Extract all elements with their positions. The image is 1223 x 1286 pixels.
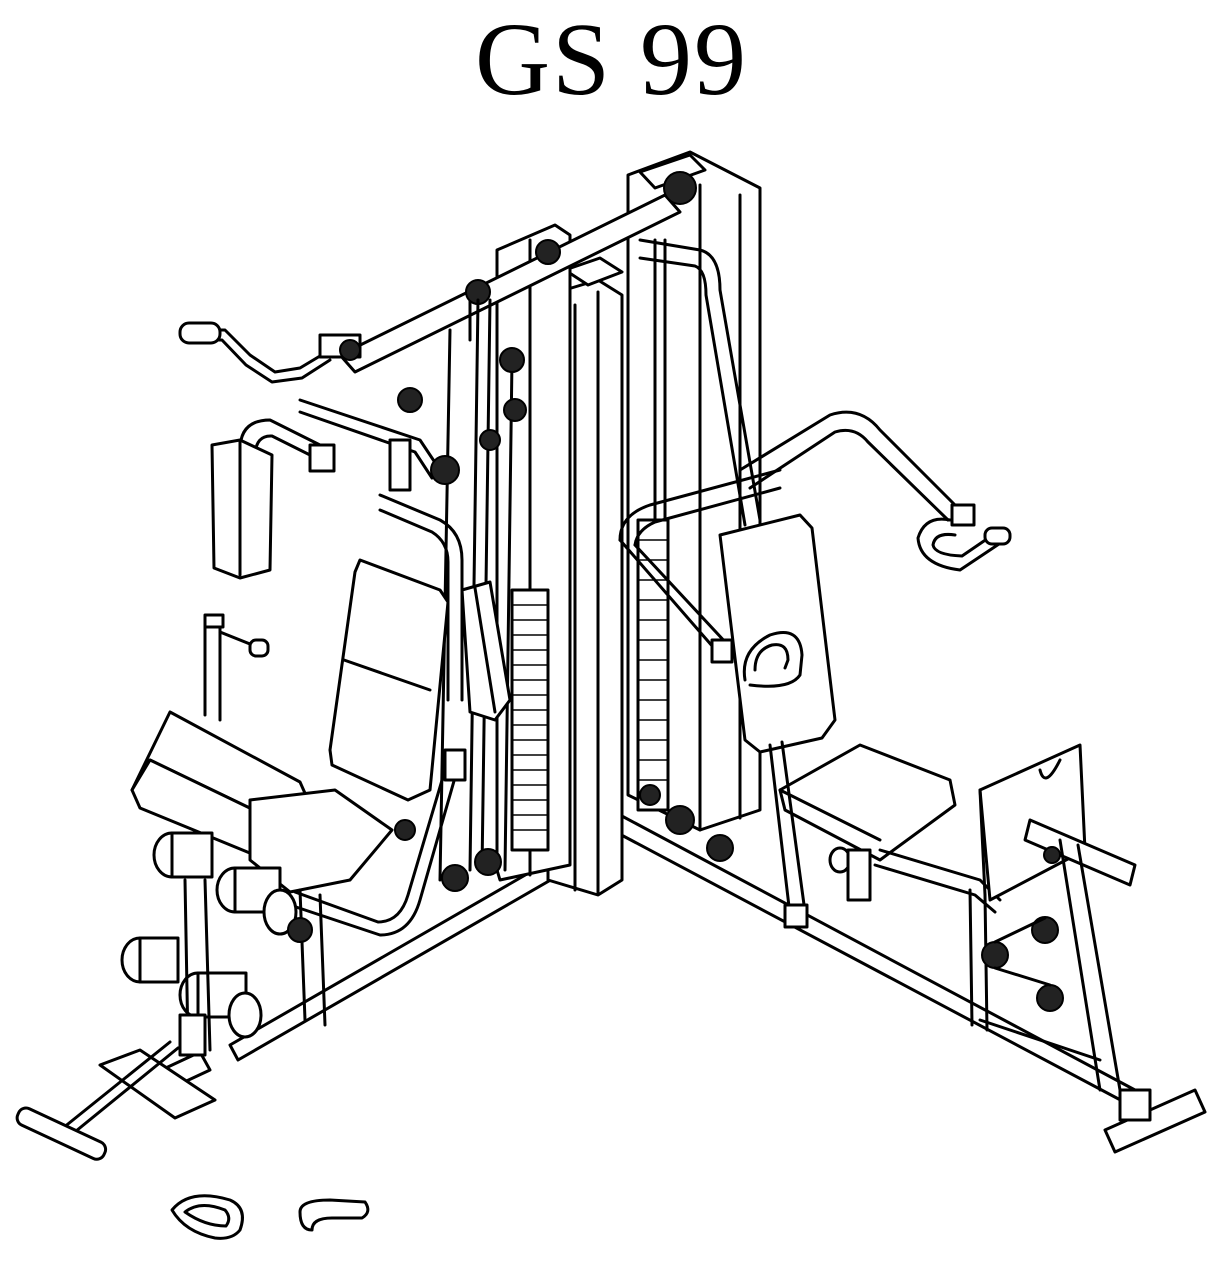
- preacher-curl-pad: [130, 613, 394, 894]
- lat-pulldown-bar: [178, 321, 362, 384]
- right-press-arm: [618, 238, 1012, 664]
- leg-press-frame: [968, 818, 1152, 1122]
- leg-rollers: [120, 819, 502, 1057]
- right-seat: [778, 743, 1002, 914]
- right-vertical-posts: [639, 740, 809, 929]
- top-beam: [338, 171, 697, 374]
- diagram-title: GS 99: [475, 2, 748, 117]
- left-back-pad: [328, 558, 450, 802]
- pec-deck-arm: [210, 387, 460, 580]
- stirrup-handle: [170, 1194, 244, 1240]
- right-back-pad: [718, 513, 837, 754]
- ankle-strap: [298, 1198, 370, 1232]
- left-press-arm: [288, 493, 512, 937]
- low-row-bar: [15, 1040, 180, 1161]
